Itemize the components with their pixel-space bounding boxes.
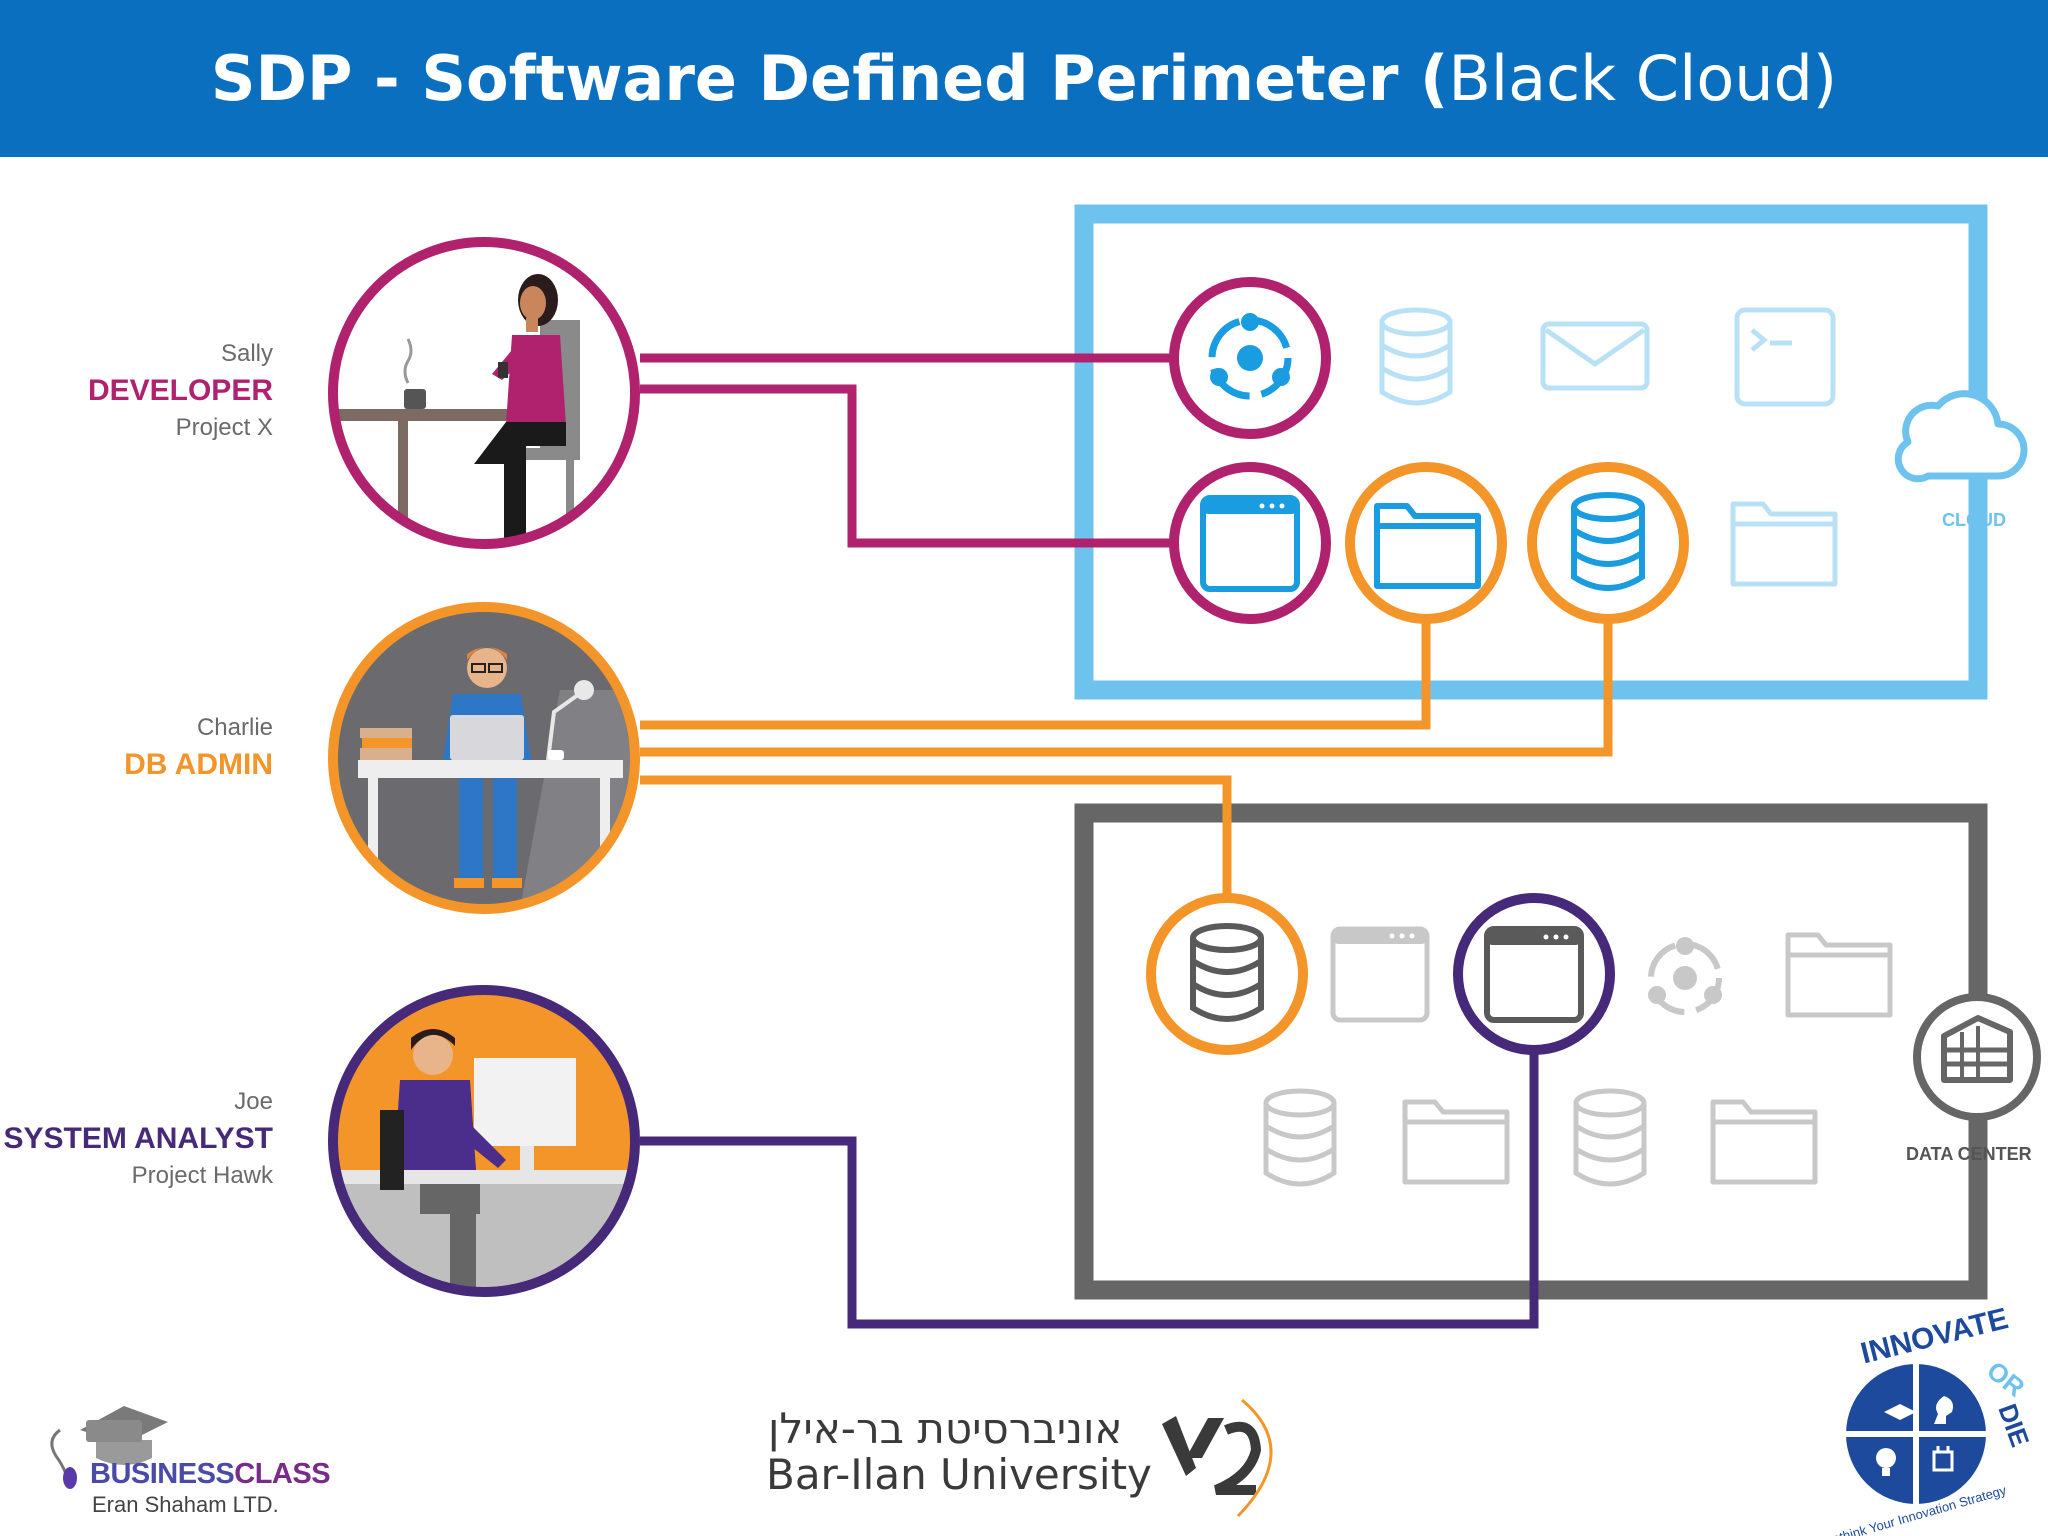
dbadmin-name: Charlie — [196, 714, 273, 741]
dbadmin-title: DB ADMIN — [124, 748, 273, 781]
innovate-or-text: OR — [1981, 1355, 2030, 1403]
business-class-part-b: CLASS — [234, 1458, 331, 1490]
folder-icon — [1710, 1099, 1818, 1185]
folder-icon — [1785, 932, 1893, 1018]
folder-icon — [1345, 462, 1507, 624]
title-bar: SDP - Software Defined Perimeter (Black … — [0, 0, 2048, 157]
innovate-die-text: DIE — [1992, 1400, 2035, 1451]
datacenter-label: DATA CENTER — [1906, 1144, 2032, 1164]
developer-avatar — [328, 237, 640, 549]
developer-link-browser — [640, 384, 1175, 548]
business-class-logo — [50, 1406, 168, 1489]
developer-name: Sally — [220, 340, 273, 367]
browser-window-icon — [1169, 462, 1331, 624]
folder-icon — [1402, 1099, 1510, 1185]
title-normal: Black Cloud) — [1448, 42, 1838, 115]
university-hebrew-name: אוניברסיטת בר-אילן — [768, 1404, 1123, 1453]
database-icon — [1527, 462, 1689, 624]
dbadmin-link-dc-db — [640, 775, 1232, 899]
dbadmin-link-folder — [640, 618, 1431, 730]
innovate-top-text: INNOVATE — [1857, 1302, 2011, 1370]
database-icon — [1146, 893, 1308, 1055]
analyst-name: Joe — [234, 1088, 273, 1115]
innovate-or-die-logo: INNOVATE OR DIE Rethink Your Innovation … — [1822, 1302, 2036, 1536]
database-icon — [1263, 1088, 1337, 1187]
share-network-icon — [1169, 277, 1331, 439]
database-icon — [1379, 307, 1453, 406]
business-class-part-a: BUSINESS — [90, 1458, 235, 1490]
cloud-resources — [1169, 277, 1838, 624]
datacenter-resources — [1146, 893, 1893, 1187]
analyst-label: Joe SYSTEM ANALYST Project Hawk — [4, 1084, 274, 1194]
business-class-sub: Eran Shaham LTD. — [92, 1492, 279, 1517]
developer-title: DEVELOPER — [87, 374, 273, 407]
browser-window-icon — [1330, 926, 1430, 1023]
analyst-title: SYSTEM ANALYST — [3, 1122, 274, 1155]
bar-ilan-logo — [1162, 1398, 1273, 1518]
cloud-icon — [1894, 390, 2028, 483]
title-bold: SDP - Software Defined Perimeter ( — [210, 42, 1449, 115]
dbadmin-link-db — [640, 618, 1613, 757]
analyst-project: Project Hawk — [131, 1162, 273, 1189]
folder-icon — [1730, 501, 1838, 587]
developer-label: Sally DEVELOPER Project X — [88, 336, 273, 446]
browser-window-icon — [1453, 893, 1615, 1055]
developer-project: Project X — [175, 414, 273, 441]
university-english-name: Bar-Ilan University — [766, 1450, 1152, 1499]
page-title: SDP - Software Defined Perimeter (Black … — [211, 42, 1837, 115]
cloud-label: CLOUD — [1942, 510, 2006, 530]
analyst-link-dc-browser — [640, 1052, 1539, 1329]
business-class-name: BUSINESSCLASS — [90, 1458, 331, 1491]
database-icon — [1573, 1088, 1647, 1187]
dbadmin-avatar — [328, 602, 640, 914]
mail-icon — [1540, 321, 1650, 391]
analyst-avatar — [328, 985, 640, 1297]
terminal-icon — [1734, 307, 1836, 407]
building-icon — [1913, 993, 2041, 1121]
share-network-icon — [1648, 937, 1722, 1015]
dbadmin-label: Charlie DB ADMIN — [124, 710, 273, 784]
